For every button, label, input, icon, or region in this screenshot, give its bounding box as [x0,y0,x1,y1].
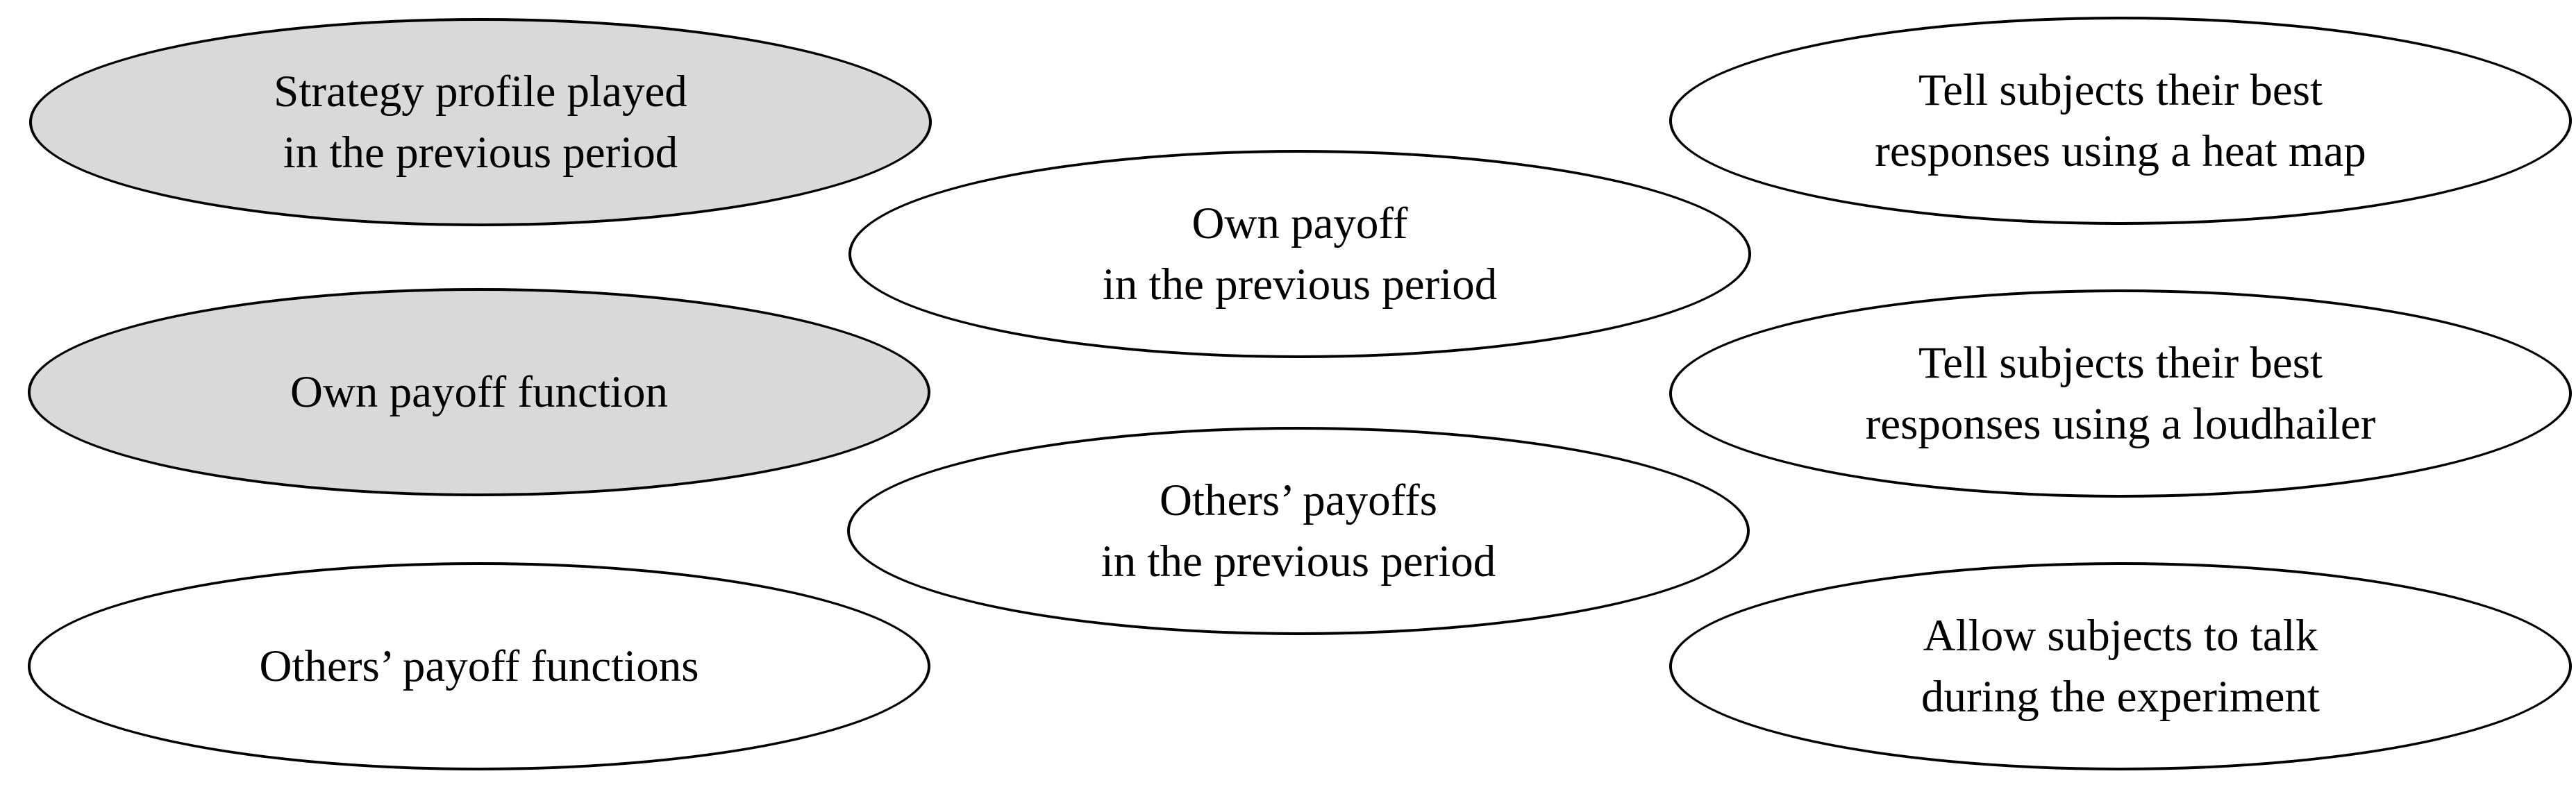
node-text-line: responses using a heat map [1875,126,2366,176]
node-text-line: in the previous period [1101,537,1496,586]
node-text-line: in the previous period [283,128,678,178]
node-others-payoffs-previous-period: Others’ payoffs in the previous period [847,427,1750,635]
node-text-line: Allow subjects to talk [1923,611,2318,661]
node-best-responses-loudhailer: Tell subjects their best responses using… [1669,289,2572,498]
node-text-line: Own payoff function [290,367,668,417]
node-text-line: Others’ payoffs [1159,475,1438,525]
node-own-payoff-function: Own payoff function [28,288,930,496]
node-strategy-profile-played: Strategy profile played in the previous … [29,18,932,226]
node-text-line: Own payoff [1191,199,1408,248]
node-own-payoff-previous-period: Own payoff in the previous period [848,150,1751,358]
node-text-line: in the previous period [1102,260,1498,310]
node-text-line: Strategy profile played [274,67,687,117]
node-text-line: Tell subjects their best [1918,65,2323,115]
node-others-payoff-functions: Others’ payoff functions [28,562,930,770]
node-text-line: during the experiment [1921,672,2320,722]
node-best-responses-heat-map: Tell subjects their best responses using… [1669,17,2572,225]
node-text-line: Others’ payoff functions [259,641,699,691]
node-text-line: responses using a loudhailer [1865,399,2376,449]
node-text-line: Tell subjects their best [1918,338,2323,388]
node-allow-subjects-to-talk: Allow subjects to talk during the experi… [1669,562,2572,770]
